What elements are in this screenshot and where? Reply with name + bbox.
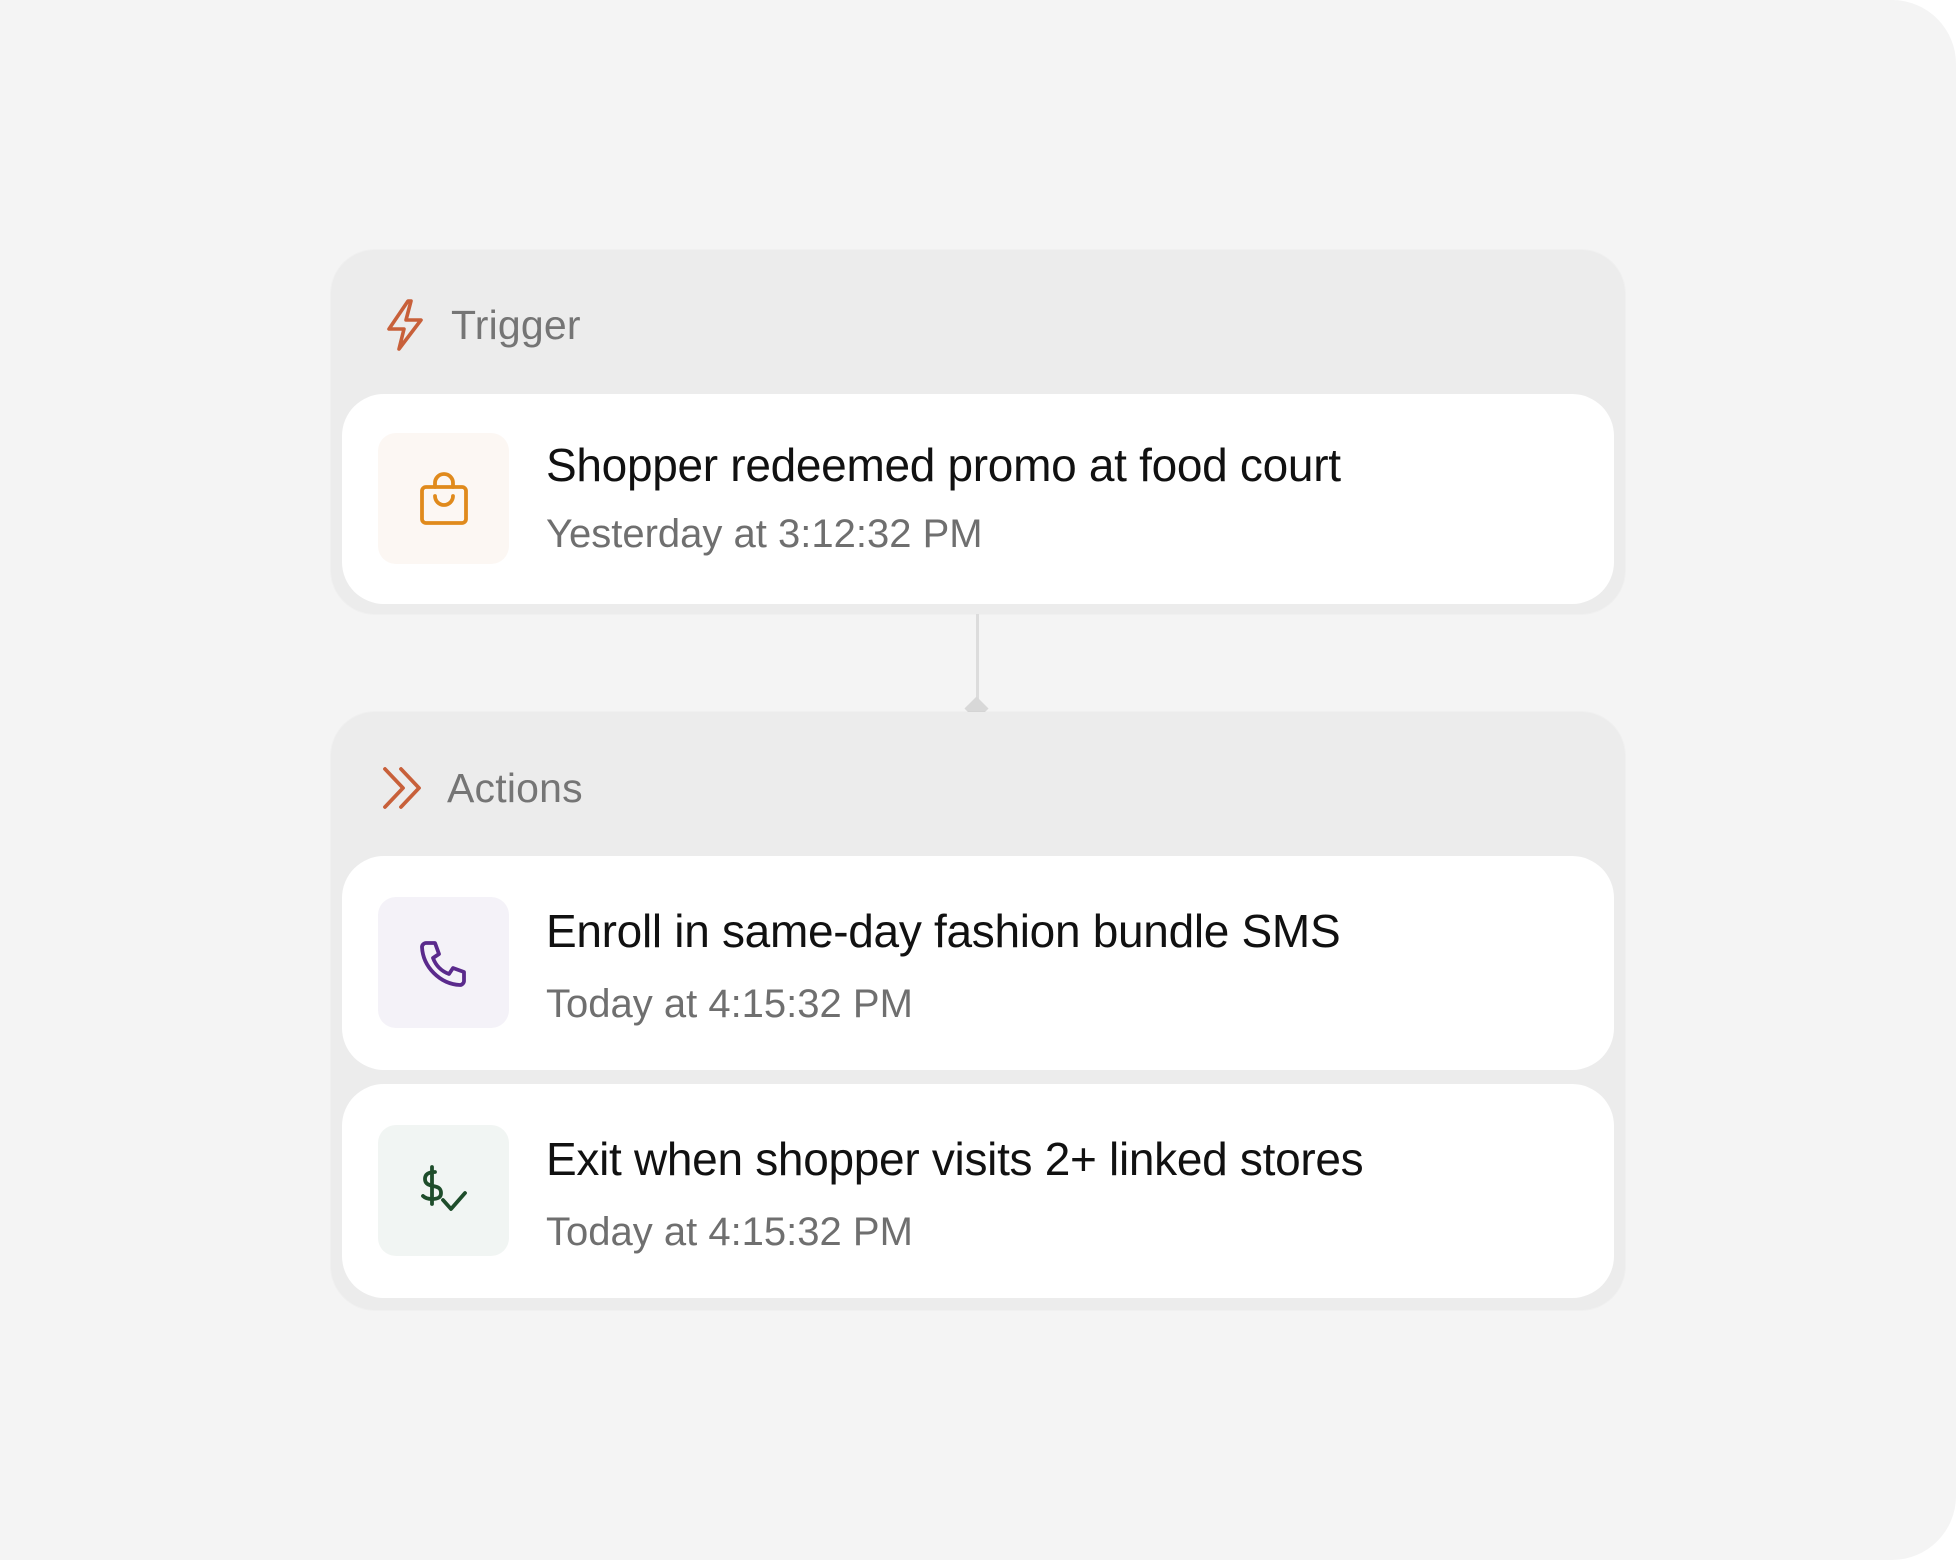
action-timestamp: Today at 4:15:32 PM — [546, 1210, 913, 1254]
action-title: Exit when shopper visits 2+ linked store… — [546, 1133, 1364, 1185]
action-item-sms-enroll[interactable]: Enroll in same-day fashion bundle SMS To… — [342, 856, 1614, 1070]
double-chevron-right-icon — [383, 767, 421, 809]
actions-group: Actions Enroll in same-day fashion bundl… — [331, 712, 1625, 1310]
actions-title: Actions — [447, 764, 583, 811]
action-timestamp: Today at 4:15:32 PM — [546, 982, 913, 1026]
trigger-group: Trigger Shopper redeemed promo at food c… — [331, 250, 1625, 614]
phone-icon — [419, 940, 466, 987]
trigger-header: Trigger — [381, 295, 581, 355]
trigger-title: Trigger — [451, 301, 581, 348]
action-icon-tile — [378, 897, 509, 1028]
lightning-bolt-icon — [387, 299, 423, 351]
actions-header: Actions — [379, 758, 583, 818]
shopping-bag-icon — [419, 471, 468, 525]
dollar-check-icon — [420, 1164, 467, 1211]
action-icon-tile — [378, 1125, 509, 1256]
trigger-event-title: Shopper redeemed promo at food court — [546, 439, 1341, 491]
flow-connector-line — [976, 614, 979, 706]
action-item-exit-condition[interactable]: Exit when shopper visits 2+ linked store… — [342, 1084, 1614, 1298]
trigger-event-timestamp: Yesterday at 3:12:32 PM — [546, 512, 983, 556]
trigger-event-card[interactable]: Shopper redeemed promo at food court Yes… — [342, 394, 1614, 604]
trigger-event-icon-tile — [378, 433, 509, 564]
action-title: Enroll in same-day fashion bundle SMS — [546, 905, 1341, 957]
